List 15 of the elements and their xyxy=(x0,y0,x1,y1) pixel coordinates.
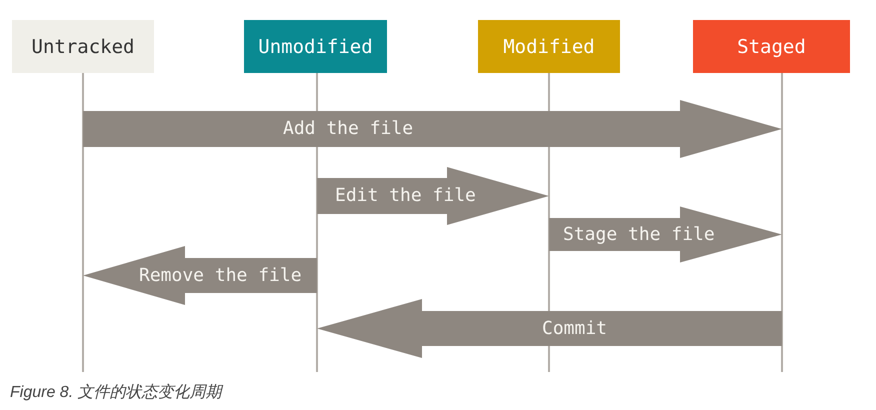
arrow-label: Add the file xyxy=(283,118,414,140)
block-arrow xyxy=(549,206,782,262)
block-arrow xyxy=(83,100,782,158)
arrow-label: Stage the file xyxy=(563,224,715,246)
state-box: Staged xyxy=(693,20,850,73)
arrow-label: Edit the file xyxy=(335,185,476,207)
block-arrow xyxy=(317,167,549,225)
arrow-label: Remove the file xyxy=(139,264,302,286)
figure-caption: Figure 8. 文件的状态变化周期 xyxy=(10,382,222,403)
state-box: Modified xyxy=(478,20,620,73)
block-arrow xyxy=(317,299,782,358)
arrow-label: Commit xyxy=(542,318,608,340)
block-arrow xyxy=(83,246,317,305)
state-box: Unmodified xyxy=(244,20,387,73)
state-box: Untracked xyxy=(12,20,154,73)
